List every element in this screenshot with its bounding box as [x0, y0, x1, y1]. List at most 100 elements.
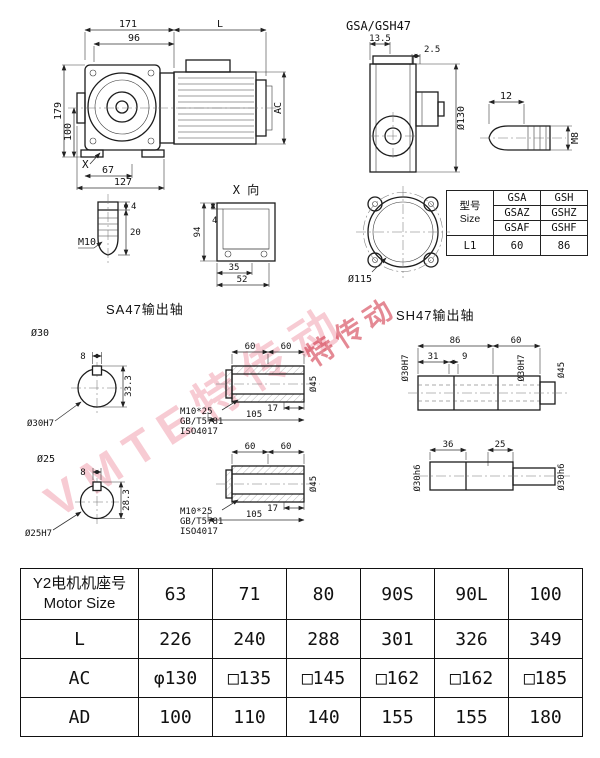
spec-l1-a: 60 — [493, 235, 541, 256]
dim-key8-a: 8 — [80, 352, 85, 362]
label-dia30h6-left: Ø30h6 — [412, 464, 423, 491]
x-view-outline — [216, 202, 276, 262]
motor-size-cell: 71 — [212, 568, 287, 620]
sa47-shaft-end-views: Ø30 8 33.3 Ø30H7 Ø25 — [25, 327, 134, 539]
spec-l1-b: 86 — [540, 235, 588, 256]
value-cell: 100 — [138, 697, 213, 737]
side-view-title: GSA/GSH47 — [346, 19, 411, 33]
spec-size-table: 型号 Size GSA GSH GSAZ GSHZ GSAF GSHF L1 6… — [446, 190, 588, 256]
dim-86: 86 — [450, 336, 461, 346]
dim-dia45-2: Ø45 — [308, 476, 319, 492]
row-label-AC: AC — [20, 658, 139, 698]
dim-dia45-1: Ø45 — [308, 376, 319, 392]
dim-35: 35 — [229, 263, 240, 273]
m10-outline — [97, 194, 119, 264]
value-cell: □162 — [434, 658, 509, 698]
side-view-gsa-gsh47: GSA/GSH47 13.5 2.5 Ø130 — [346, 19, 467, 173]
pin-dimensions: 12 M8 — [488, 91, 581, 151]
value-cell: 301 — [360, 619, 435, 659]
dim-17-1: 17 — [267, 404, 278, 414]
dim-13-5: 13.5 — [369, 34, 391, 44]
value-cell: 226 — [138, 619, 213, 659]
dim-105-2: 105 — [246, 510, 262, 520]
motor-size-cell: 100 — [508, 568, 583, 620]
pin-detail-view: 12 M8 — [480, 91, 581, 151]
dim-L: L — [217, 19, 223, 30]
table-row: AC φ130 □135 □145 □162 □162 □185 — [20, 658, 583, 698]
bore25-dimensions: 8 28.3 Ø25H7 — [25, 468, 132, 539]
spec-header-cell: 型号 Size — [446, 190, 494, 236]
row-label-L: L — [20, 619, 139, 659]
label-dia30h6-right: Ø30h6 — [556, 463, 567, 490]
dim-28-3: 28.3 — [122, 489, 132, 511]
view-arrow-X: X — [82, 158, 89, 171]
bore25-outline — [75, 478, 119, 526]
dim-20: 20 — [130, 228, 141, 238]
dim-67: 67 — [102, 165, 114, 176]
dim-12: 12 — [500, 91, 512, 102]
dim-127: 127 — [114, 177, 132, 188]
motor-size-header-cn: Y2电机机座号 — [32, 574, 127, 592]
dim-105-1: 105 — [246, 410, 262, 420]
label-dia30H7: Ø30H7 — [27, 418, 54, 429]
value-cell: 288 — [286, 619, 361, 659]
dim-key8-b: 8 — [80, 468, 85, 478]
row-label-AD: AD — [20, 697, 139, 737]
dim-94: 94 — [193, 227, 203, 238]
spec-cell: GSA — [493, 190, 541, 206]
value-cell: □185 — [508, 658, 583, 698]
motor-size-header: Y2电机机座号 Motor Size — [20, 568, 139, 620]
value-cell: 155 — [360, 697, 435, 737]
dim-60a: 60 — [245, 342, 256, 352]
callout-std2-1: ISO4017 — [180, 427, 218, 437]
value-cell: □145 — [286, 658, 361, 698]
m10-detail-view: 4 20 M10 — [78, 194, 141, 264]
dim-17-2: 17 — [267, 504, 278, 514]
label-dia25H7: Ø25H7 — [25, 528, 52, 539]
dim-100: 100 — [63, 123, 74, 141]
spec-cell: GSHZ — [540, 205, 588, 221]
spec-cell: GSAF — [493, 220, 541, 236]
value-cell: 240 — [212, 619, 287, 659]
table-row: AD 100 110 140 155 155 180 — [20, 697, 583, 737]
label-dia25: Ø25 — [37, 453, 55, 465]
value-cell: □162 — [360, 658, 435, 698]
value-cell: 110 — [212, 697, 287, 737]
flange-outline — [356, 186, 450, 278]
sh47-bottom-shaft: 36 25 Ø30h6 Ø30h6 — [412, 440, 570, 492]
motor-size-cell: 90L — [434, 568, 509, 620]
flange-dimensions: Ø115 — [348, 257, 387, 285]
main-dimensions: 171 L 96 179 100 AC X 67 127 — [53, 19, 287, 191]
dim-60b: 60 — [281, 342, 292, 352]
dim-60b-2: 60 — [281, 442, 292, 452]
callout-bolt-2: M10*25 — [180, 507, 213, 517]
value-cell: 326 — [434, 619, 509, 659]
dim-dia115: Ø115 — [348, 273, 372, 285]
gearbox-outline — [76, 64, 165, 158]
spec-size-label: Size — [459, 213, 481, 225]
motor-dimension-table: Y2电机机座号 Motor Size 63 71 80 90S 90L 100 … — [20, 568, 583, 737]
value-cell: 349 — [508, 619, 583, 659]
table-row: 型号 Size GSA GSH — [446, 190, 588, 236]
callout-std1-2: GB/T5781 — [180, 517, 223, 527]
dim-33-3: 33.3 — [124, 375, 134, 397]
value-cell: 155 — [434, 697, 509, 737]
label-dia45-sh: Ø45 — [556, 362, 567, 378]
flange-view: Ø115 — [348, 186, 450, 285]
hollow-shaft-1: 60 60 M10*25 GB/T5781 ISO4017 17 105 Ø45 — [180, 342, 320, 437]
x-view-dimensions: 94 4 35 52 — [193, 202, 270, 288]
dim-31: 31 — [428, 352, 439, 362]
dim-4: 4 — [131, 202, 136, 212]
motor-size-cell: 63 — [138, 568, 213, 620]
dim-M8: M8 — [570, 132, 581, 144]
dim-AC: AC — [273, 102, 284, 114]
x-direction-view: X 向 94 4 35 52 — [193, 182, 276, 288]
dim-2-5: 2.5 — [424, 45, 440, 55]
dim-171: 171 — [119, 19, 137, 30]
side-view-outline — [369, 55, 445, 173]
m10-dimensions: 4 20 M10 — [78, 201, 141, 256]
sa47-hollow-shaft-sections: 60 60 M10*25 GB/T5781 ISO4017 17 105 Ø45 — [180, 342, 320, 537]
dim-36: 36 — [443, 440, 454, 450]
callout-std1-1: GB/T5781 — [180, 417, 223, 427]
dim-dia130: Ø130 — [455, 106, 467, 130]
